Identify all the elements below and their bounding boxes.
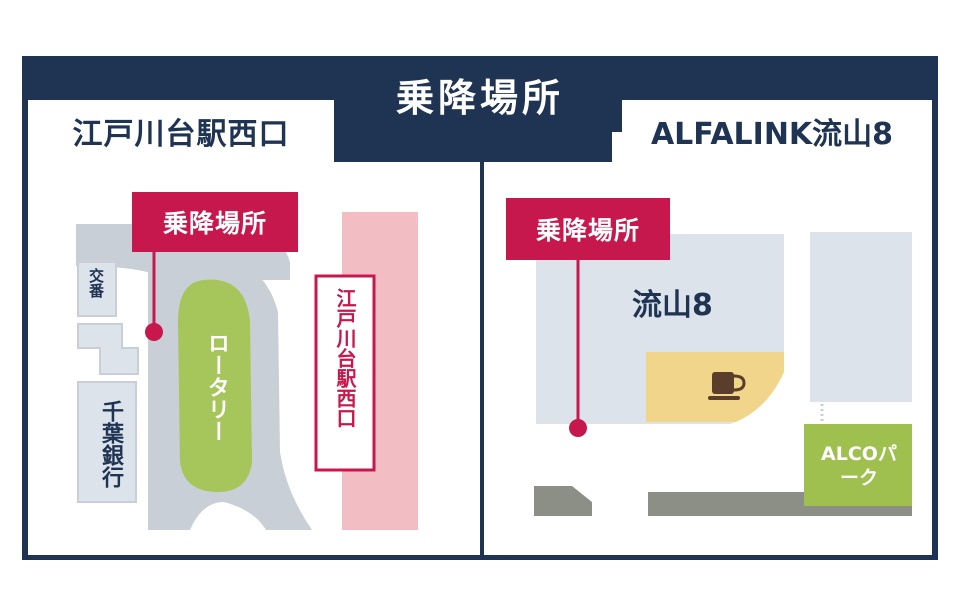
koban-building [77,261,117,317]
coffee-cup-icon [708,372,746,400]
alco-park [804,424,912,506]
building-label: 流山8 [632,288,713,323]
tab-edogawadai: 江戸川台駅西口 [28,100,334,162]
bank-building [77,381,137,503]
pin-label-left: 乗降場所 [132,192,298,252]
rotary-label: ロータリー [204,332,229,442]
park-label: ALCOパーク [821,443,897,489]
tab-alfalink: ALFALINK流山8 [612,100,932,162]
road-small [534,486,592,516]
koban-label: 交番 [87,268,105,298]
pin-dot-right [569,419,587,437]
station-label: 江戸川台駅西口 [333,288,357,428]
pin-dot-left [145,323,163,341]
panel-edogawadai: 乗降場所 交番 ロータリー 千葉銀行 江戸川台駅西口 [28,162,480,555]
building-right [810,232,912,402]
pin-label-right: 乗降場所 [506,198,670,260]
page-title: 乗降場所 [338,56,622,132]
panel-alfalink: 乗降場所 流山8 ALCOパーク [484,162,932,555]
bank-label: 千葉銀行 [98,400,123,488]
station-label-box [314,274,376,472]
small-building [77,323,139,375]
edogawadai-map [76,212,418,530]
rotary-island [178,279,252,492]
alfalink-map [534,232,912,516]
